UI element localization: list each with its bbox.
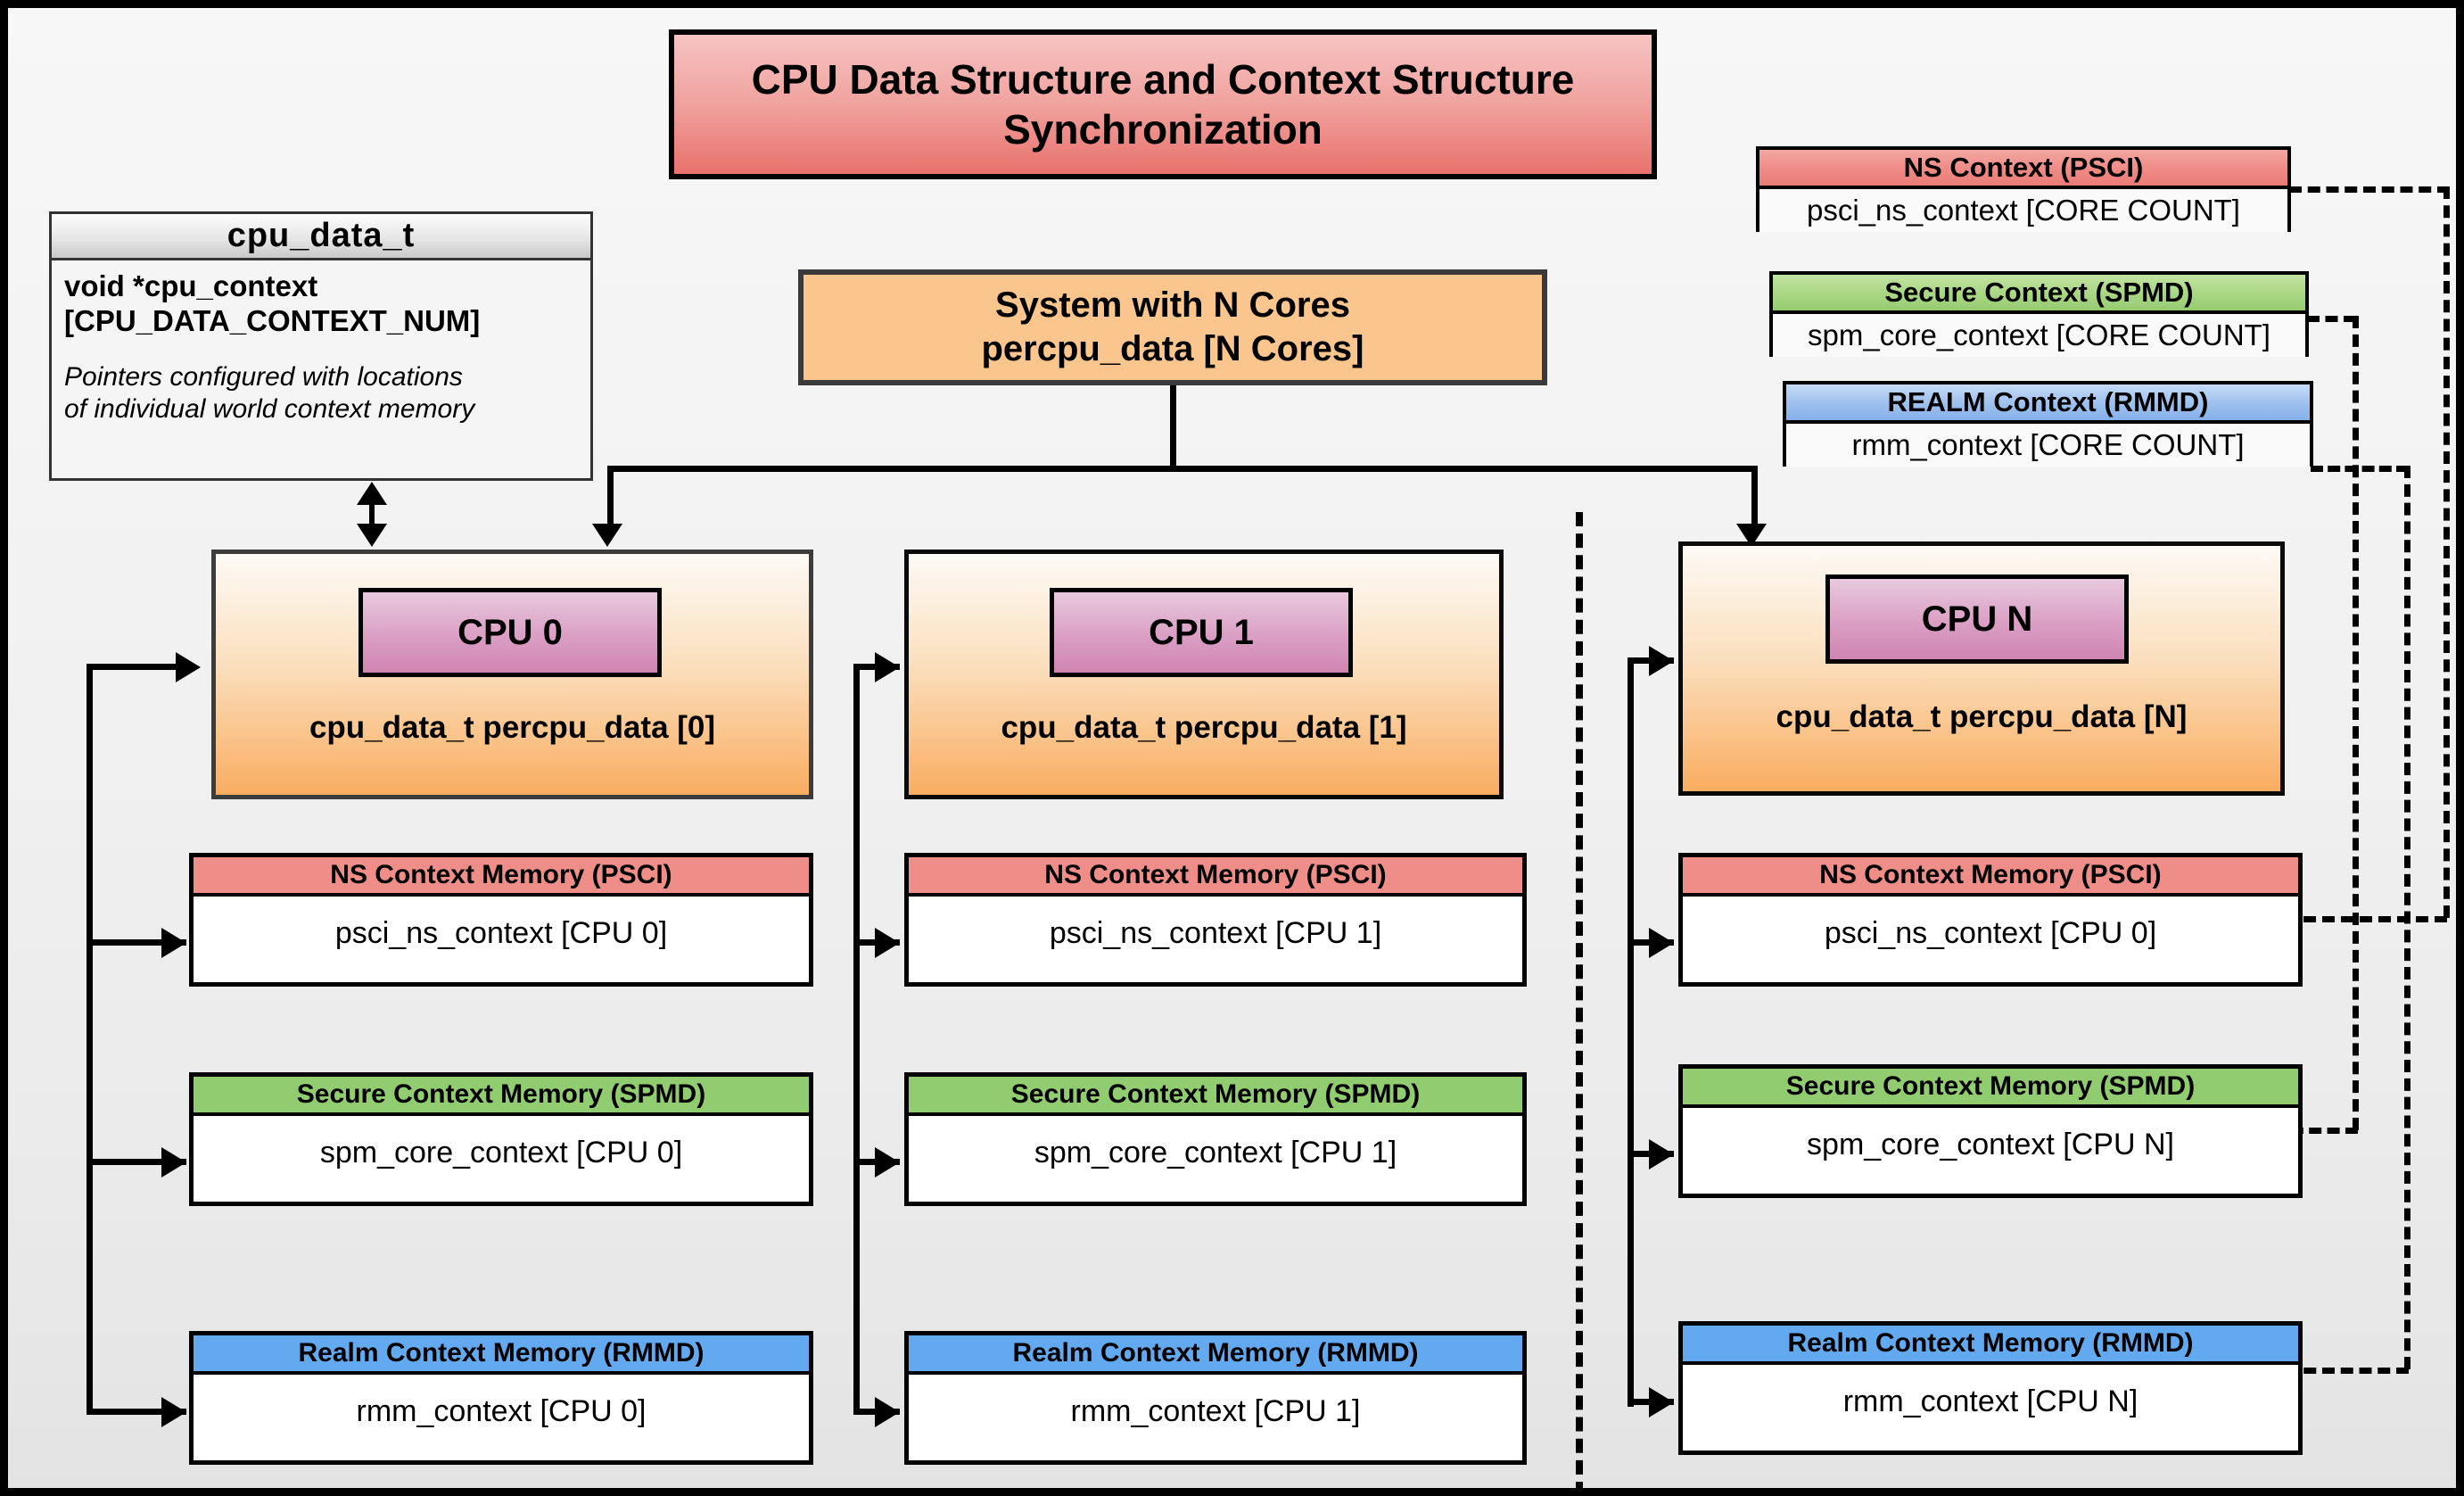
global-context-secure-spmd: Secure Context (SPMD) spm_core_context [… <box>1769 271 2309 357</box>
cpu-n-realm-context-memory-header: Realm Context Memory (RMMD) <box>1683 1326 2298 1365</box>
cpu-data-t-field-line2: [CPU_DATA_CONTEXT_NUM] <box>64 303 481 337</box>
cpu-n-realm-context-memory-body: rmm_context [CPU N] <box>1683 1365 2298 1438</box>
cpu-0-secure-context-memory-body: spm_core_context [CPU 0] <box>194 1116 809 1189</box>
cpu-1-realm-context-memory: Realm Context Memory (RMMD) rmm_context … <box>904 1331 1527 1465</box>
cpu-1-ns-context-memory-header: NS Context Memory (PSCI) <box>909 857 1522 897</box>
sync-route-secure-vertical <box>2353 316 2359 1130</box>
cpu-data-t-field-line1: void *cpu_context <box>64 269 318 302</box>
system-trunk-line <box>1170 385 1176 471</box>
cpu-0-block: CPU 0 cpu_data_t percpu_data [0] <box>211 550 813 799</box>
arrow-up-icon <box>357 482 387 505</box>
cpu-data-t-note-line2: of individual world context memory <box>64 394 475 425</box>
arrow-right-icon <box>161 1397 186 1427</box>
arrow-right-icon <box>176 652 201 682</box>
sync-route-realm-top <box>2311 466 2409 472</box>
cpu-0-ns-context-memory-header: NS Context Memory (PSCI) <box>194 857 809 897</box>
cpu-data-t-title: cpu_data_t <box>52 214 590 260</box>
arrow-down-icon <box>592 524 622 547</box>
cpu-0-pointer-branch-secure <box>87 1159 186 1165</box>
global-context-realm-rmmd-body: rmm_context [CORE COUNT] <box>1786 424 2310 467</box>
cpu-n-chip: CPU N <box>1825 574 2129 664</box>
cpu-n-realm-context-memory: Realm Context Memory (RMMD) rmm_context … <box>1678 1321 2303 1455</box>
global-context-ns-psci: NS Context (PSCI) psci_ns_context [CORE … <box>1756 146 2291 232</box>
cpu-0-realm-context-memory-header: Realm Context Memory (RMMD) <box>194 1335 809 1375</box>
cpu-0-realm-context-memory: Realm Context Memory (RMMD) rmm_context … <box>189 1331 813 1465</box>
branch-to-cpun-line <box>1751 466 1758 530</box>
arrow-right-icon <box>1649 646 1674 676</box>
column-divider <box>1576 512 1583 1488</box>
cpu-0-realm-context-memory-body: rmm_context [CPU 0] <box>194 1375 809 1448</box>
cpu-n-pointer-bus <box>1628 657 1634 1407</box>
system-box-line1: System with N Cores <box>995 285 1350 326</box>
cpu-1-chip: CPU 1 <box>1050 588 1353 677</box>
arrow-right-icon <box>875 1397 900 1427</box>
cpu-1-secure-context-memory-header: Secure Context Memory (SPMD) <box>909 1077 1522 1116</box>
cpu-0-secure-context-memory: Secure Context Memory (SPMD) spm_core_co… <box>189 1072 813 1206</box>
arrow-right-icon <box>875 928 900 958</box>
system-bus-line <box>607 466 1758 472</box>
cpu-0-chip: CPU 0 <box>358 588 662 677</box>
cpu-n-secure-context-memory: Secure Context Memory (SPMD) spm_core_co… <box>1678 1064 2303 1198</box>
cpu-n-secure-context-memory-header: Secure Context Memory (SPMD) <box>1683 1069 2298 1108</box>
sync-route-ns-bottom <box>2303 916 2447 922</box>
global-context-realm-rmmd: REALM Context (RMMD) rmm_context [CORE C… <box>1783 381 2313 467</box>
cpu-1-pointer-bus <box>853 664 860 1413</box>
system-with-n-cores-box: System with N Cores percpu_data [N Cores… <box>798 269 1547 385</box>
arrow-right-icon <box>1649 1139 1674 1170</box>
branch-to-cpu0-line <box>607 466 614 530</box>
global-context-realm-rmmd-header: REALM Context (RMMD) <box>1786 384 2310 424</box>
cpu-1-ns-context-memory: NS Context Memory (PSCI) psci_ns_context… <box>904 853 1527 987</box>
global-context-ns-psci-header: NS Context (PSCI) <box>1759 150 2287 189</box>
cpu-n-ns-context-memory-body: psci_ns_context [CPU 0] <box>1683 897 2298 970</box>
arrow-right-icon <box>161 1147 186 1178</box>
cpu-data-t-body: void *cpu_context [CPU_DATA_CONTEXT_NUM]… <box>52 260 590 426</box>
cpu-0-ns-context-memory: NS Context Memory (PSCI) psci_ns_context… <box>189 853 813 987</box>
cpu-0-secure-context-memory-header: Secure Context Memory (SPMD) <box>194 1077 809 1116</box>
arrow-right-icon <box>875 652 900 682</box>
cpu-data-t-struct-box: cpu_data_t void *cpu_context [CPU_DATA_C… <box>49 211 593 481</box>
cpu-1-ns-context-memory-body: psci_ns_context [CPU 1] <box>909 897 1522 970</box>
cpu-1-block: CPU 1 cpu_data_t percpu_data [1] <box>904 550 1504 799</box>
cpu-0-ns-context-memory-body: psci_ns_context [CPU 0] <box>194 897 809 970</box>
cpu-0-pointer-bus <box>87 664 93 1413</box>
cpu-0-caption: cpu_data_t percpu_data [0] <box>309 710 716 745</box>
cpu-n-ns-context-memory: NS Context Memory (PSCI) psci_ns_context… <box>1678 853 2303 987</box>
cpu-n-secure-context-memory-body: spm_core_context [CPU N] <box>1683 1108 2298 1181</box>
cpu-1-realm-context-memory-body: rmm_context [CPU 1] <box>909 1375 1522 1448</box>
arrow-down-icon <box>357 524 387 547</box>
dashed-link-segment <box>369 504 375 524</box>
cpu-1-secure-context-memory-body: spm_core_context [CPU 1] <box>909 1116 1522 1189</box>
sync-route-secure-top <box>2307 316 2356 322</box>
cpu-1-caption: cpu_data_t percpu_data [1] <box>1001 710 1407 745</box>
global-context-ns-psci-body: psci_ns_context [CORE COUNT] <box>1759 189 2287 232</box>
diagram-title: CPU Data Structure and Context Structure… <box>669 29 1657 179</box>
cpu-0-pointer-branch-realm <box>87 1409 186 1415</box>
cpu-1-secure-context-memory: Secure Context Memory (SPMD) spm_core_co… <box>904 1072 1527 1206</box>
arrow-right-icon <box>161 928 186 958</box>
global-context-secure-spmd-header: Secure Context (SPMD) <box>1773 275 2305 314</box>
arrow-right-icon <box>1649 928 1674 958</box>
arrow-right-icon <box>1649 1387 1674 1417</box>
arrow-right-icon <box>875 1147 900 1178</box>
sync-route-ns-vertical <box>2443 186 2450 918</box>
cpu-n-ns-context-memory-header: NS Context Memory (PSCI) <box>1683 857 2298 897</box>
cpu-0-pointer-branch-ns <box>87 939 186 946</box>
sync-route-realm-bottom <box>2248 1368 2409 1374</box>
cpu-1-realm-context-memory-header: Realm Context Memory (RMMD) <box>909 1335 1522 1375</box>
cpu-0-pointer-branch-block <box>87 664 195 670</box>
cpu-data-t-note-line1: Pointers configured with locations <box>64 362 463 393</box>
sync-route-ns-top <box>2289 186 2450 193</box>
sync-route-realm-vertical <box>2404 466 2410 1369</box>
system-box-line2: percpu_data [N Cores] <box>981 329 1364 368</box>
cpu-n-caption: cpu_data_t percpu_data [N] <box>1776 699 2188 734</box>
global-context-secure-spmd-body: spm_core_context [CORE COUNT] <box>1773 314 2305 357</box>
cpu-n-block: CPU N cpu_data_t percpu_data [N] <box>1678 541 2285 796</box>
sync-route-secure-bottom <box>2254 1128 2358 1134</box>
